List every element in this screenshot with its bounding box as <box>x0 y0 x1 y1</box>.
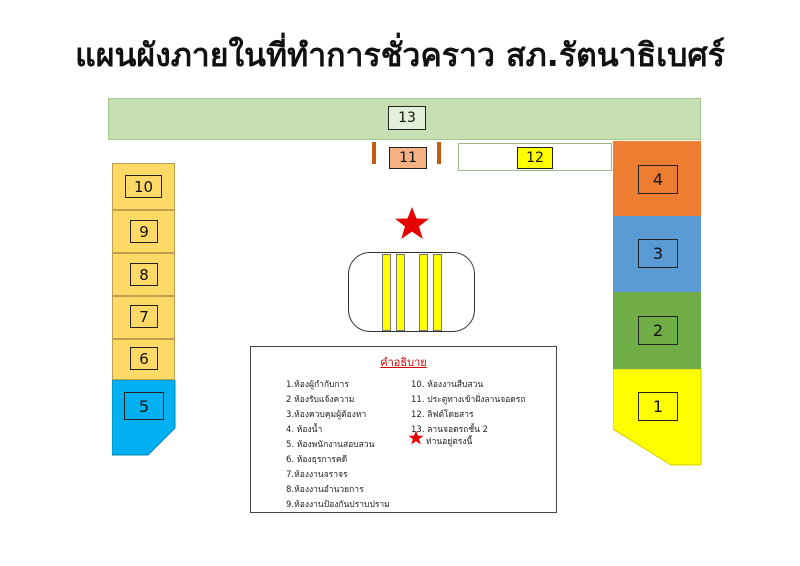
room-6 <box>112 339 175 380</box>
legend-item-5: 5. ห้องพนักงานสอบสวน <box>286 440 375 450</box>
legend-item-4: 4. ห้องน้ำ <box>286 425 323 435</box>
room-1-label: 1 <box>638 392 678 421</box>
room-13-label: 13 <box>388 106 426 130</box>
room-9-label: 9 <box>130 220 158 243</box>
legend-item-11: 11. ประตูทางเข้าฝั่งลานจอดรถ <box>411 395 526 405</box>
counter-bar-1 <box>382 254 391 331</box>
you-are-here-star-icon <box>395 207 429 239</box>
legend-item-9: 9.ห้องงานป้องกันปราบปราม <box>286 500 390 510</box>
legend-star-icon <box>408 430 424 445</box>
room-2-label: 2 <box>638 316 678 345</box>
central-counter <box>348 252 475 332</box>
legend-item-13: 13. ลานจอดรถชั้น 2 <box>411 425 489 435</box>
legend-title: คำอธิบาย <box>380 356 427 369</box>
room-5-label: 5 <box>124 392 164 420</box>
room-10 <box>112 163 175 210</box>
legend-item-6: 6. ห้องธุรการคดี <box>286 455 348 465</box>
door-post-left <box>372 142 376 164</box>
room-5-shape <box>112 380 176 456</box>
room-8 <box>112 253 175 296</box>
room-6-label: 6 <box>130 347 158 370</box>
legend-you-are-here: ท่านอยู่ตรงนี้ <box>426 437 473 447</box>
legend-item-2: 2 ห้องรับแจ้งความ <box>286 395 355 405</box>
room-12-label: 12 <box>517 147 553 169</box>
legend-item-1: 1.ห้องผู้กำกับการ <box>286 380 349 390</box>
legend-box: คำอธิบาย 1.ห้องผู้กำกับการ 2 ห้องรับแจ้ง… <box>250 346 557 513</box>
room-3 <box>613 216 701 292</box>
counter-bar-3 <box>419 254 428 331</box>
room-2 <box>613 292 701 369</box>
legend-item-3: 3.ห้องควบคุมผู้ต้องหา <box>286 410 367 420</box>
room-7 <box>112 296 175 339</box>
page-title: แผนผังภายในที่ทำการชั่วคราว สภ.รัตนาธิเบ… <box>75 36 725 74</box>
room-4-label: 4 <box>638 165 678 194</box>
room-9 <box>112 210 175 253</box>
room-10-label: 10 <box>125 175 162 198</box>
room-7-label: 7 <box>130 305 158 328</box>
legend-item-10: 10. ห้องงานสืบสวน <box>411 380 484 390</box>
counter-bar-2 <box>396 254 405 331</box>
door-post-right <box>437 142 441 164</box>
legend-item-7: 7.ห้องงานจราจร <box>286 470 348 480</box>
counter-bar-4 <box>433 254 442 331</box>
legend-item-8: 8.ห้องงานอำนวยการ <box>286 485 364 495</box>
legend-item-12: 12. ลิฟต์โดยสาร <box>411 410 474 420</box>
room-1-shape <box>613 369 702 466</box>
room-4 <box>613 141 701 216</box>
room-8-label: 8 <box>130 263 158 286</box>
room-11-label: 11 <box>389 147 427 169</box>
room-3-label: 3 <box>638 239 678 268</box>
